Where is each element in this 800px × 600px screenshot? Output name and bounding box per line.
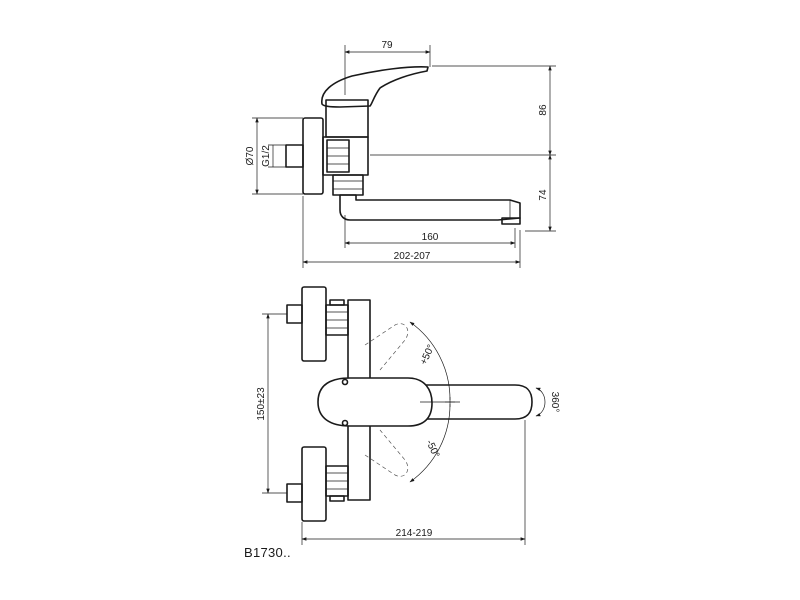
mixer-body (322, 99, 369, 196)
dim-thread: G1/2 (261, 145, 272, 167)
lever-ghost-lower (364, 429, 409, 477)
top-dimensions: 150±23 214-219 (256, 313, 526, 545)
dim-total-reach-top: 214-219 (396, 528, 433, 539)
model-code: B1730.. (244, 545, 291, 560)
angle-minus-label: -50° (423, 438, 441, 459)
dim-total-reach-side: 202-207 (394, 251, 431, 262)
dim-spout-reach: 160 (422, 232, 439, 243)
spout (339, 194, 521, 221)
dim-upper-height: 86 (538, 104, 549, 116)
wall-connector (285, 117, 324, 195)
dim-lower-height: 74 (538, 189, 549, 201)
dim-flange-diameter: Ø70 (245, 146, 256, 165)
top-view: +50° -50° 360° 150±23 214-219 (256, 286, 560, 545)
side-view: 79 86 74 160 202-207 Ø70 (245, 40, 556, 268)
side-dimensions: 79 86 74 160 202-207 Ø70 (245, 40, 556, 268)
upper-connector (286, 286, 349, 362)
angle-spout-rotation: 360° (549, 392, 560, 413)
dim-lever-length: 79 (381, 40, 393, 51)
lever-ghost-upper (364, 323, 409, 371)
lever-handle (321, 66, 429, 108)
angle-plus-label: +50° (418, 343, 437, 367)
top-lever (317, 377, 433, 427)
lower-connector (286, 446, 349, 522)
dim-centers: 150±23 (256, 387, 267, 421)
